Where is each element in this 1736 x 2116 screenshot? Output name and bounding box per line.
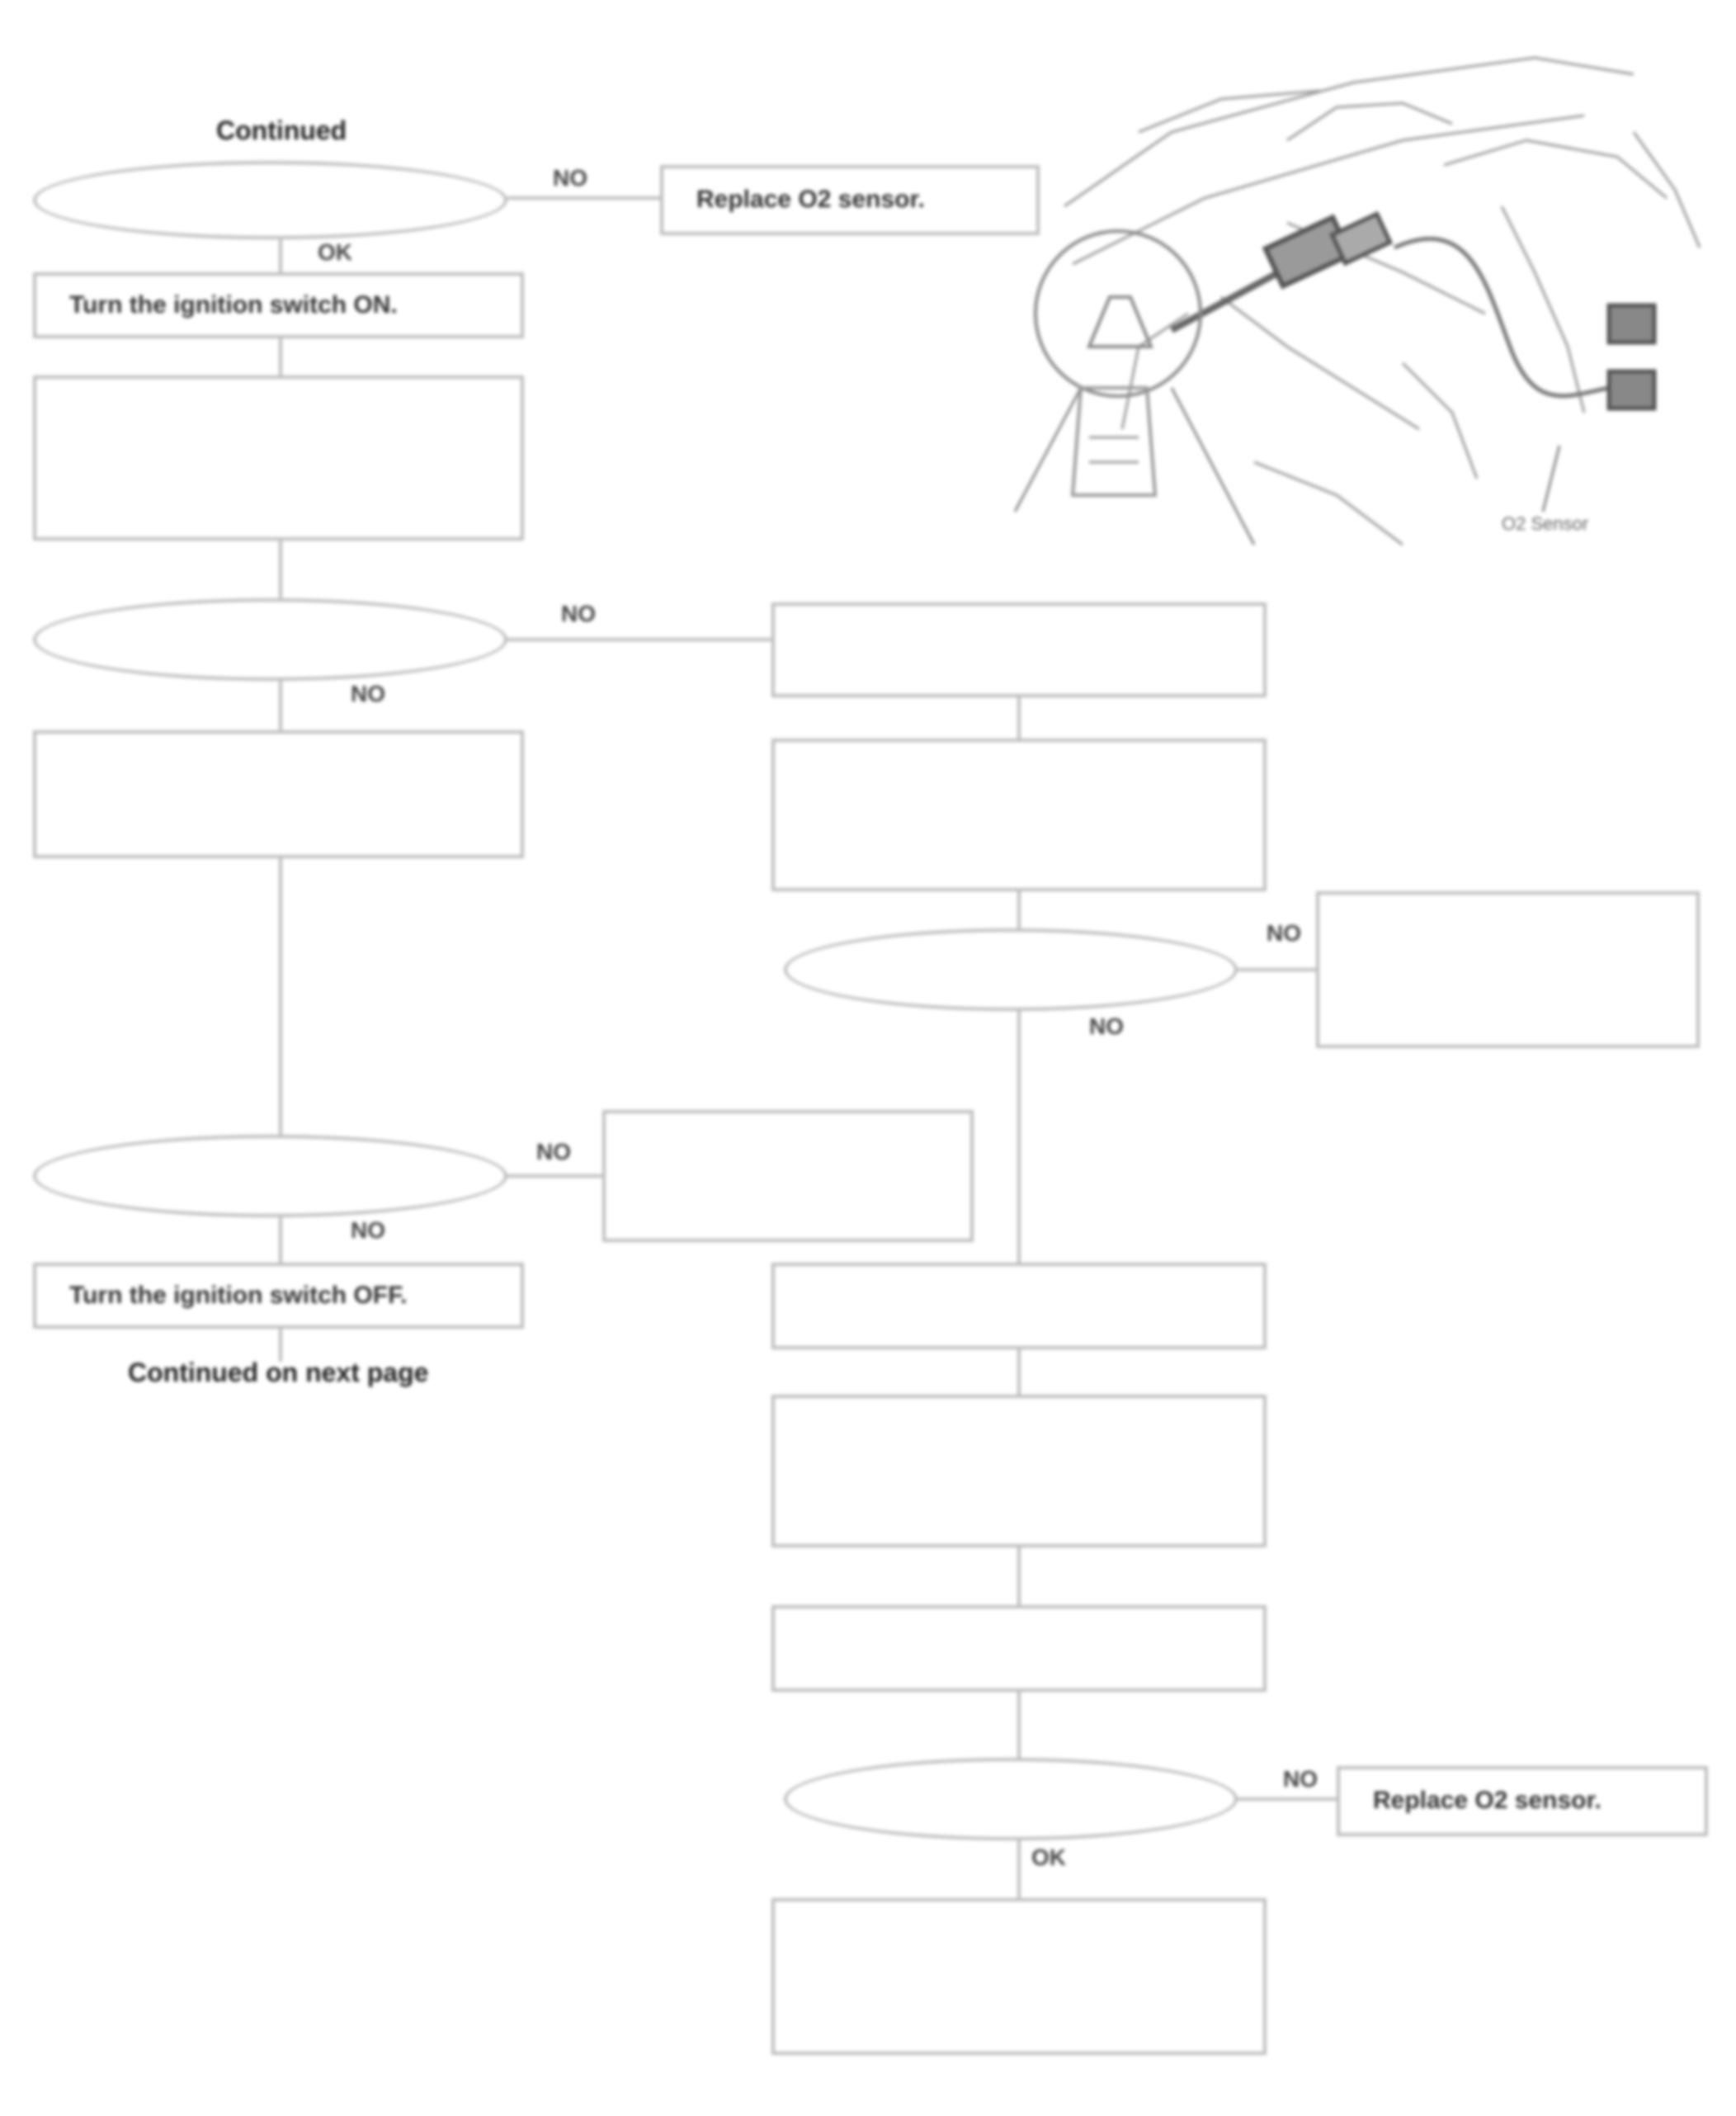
decision-node [33,161,507,239]
branch-label: NO [553,165,587,191]
continued-next-page-label: Continued on next page [128,1358,429,1387]
engine-illustration [1013,56,1701,546]
branch-label: OK [1031,1844,1066,1870]
action-box: Replace O2 sensor. [660,165,1040,235]
process-box: Turn the ignition switch ON. [33,272,524,338]
process-box [771,1263,1267,1349]
continued-header: Continued [216,116,347,145]
branch-label: NO [351,681,385,706]
action-box [602,1110,974,1242]
branch-label: OK [318,239,352,265]
branch-label: NO [351,1217,385,1243]
branch-label: NO [536,1139,571,1164]
illustration-callout: O2 Sensor [1502,513,1589,534]
process-box [33,375,524,541]
branch-label: NO [1267,920,1301,946]
decision-node [784,1758,1238,1840]
process-box [771,739,1267,891]
branch-label: NO [1283,1766,1318,1792]
branch-label: NO [1089,1013,1124,1039]
process-box [771,1605,1267,1692]
decision-node [33,1135,507,1217]
action-box [1316,891,1700,1048]
process-box [33,730,524,858]
process-box [771,1898,1267,2055]
action-box: Replace O2 sensor. [1337,1766,1708,1836]
process-box [771,602,1267,697]
decision-node [784,928,1238,1011]
process-box [771,1395,1267,1547]
process-box: Turn the ignition switch OFF. [33,1263,524,1329]
branch-label: NO [561,601,596,626]
decision-node [33,598,507,681]
